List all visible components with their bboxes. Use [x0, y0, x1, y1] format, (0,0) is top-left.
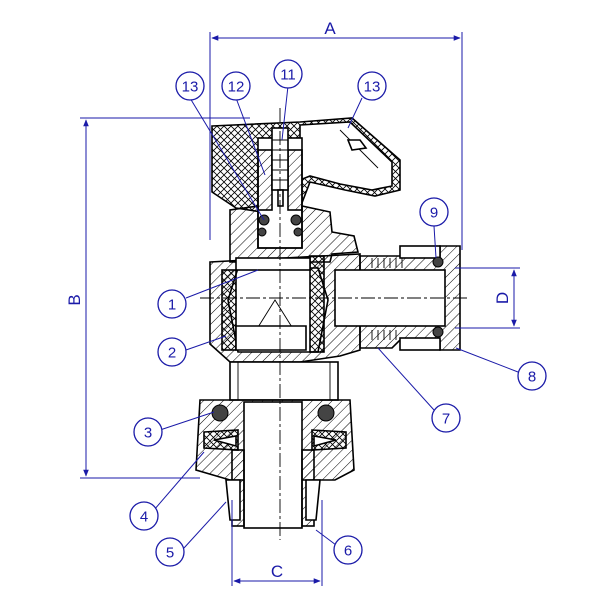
svg-text:5: 5 [166, 545, 174, 562]
dimension-B-label: B [65, 294, 84, 305]
svg-text:11: 11 [280, 67, 296, 84]
callout-8: 8 [517, 361, 547, 391]
svg-text:9: 9 [430, 205, 438, 222]
dimension-D: D [455, 267, 520, 329]
dimension-C: C [231, 500, 323, 586]
callout-11: 11 [273, 59, 303, 89]
valve-body [195, 108, 470, 540]
callout-13-right: 13 [357, 71, 387, 101]
svg-text:13: 13 [364, 79, 381, 96]
leader-lines [153, 85, 519, 549]
svg-text:4: 4 [140, 509, 148, 526]
svg-text:6: 6 [344, 543, 352, 560]
lower-neck [229, 361, 339, 401]
callout-13-left: 13 [175, 71, 205, 101]
svg-text:8: 8 [528, 369, 536, 386]
callout-12: 12 [221, 71, 251, 101]
svg-text:2: 2 [168, 345, 176, 362]
seal-left [221, 269, 237, 351]
svg-text:3: 3 [144, 425, 152, 442]
svg-text:12: 12 [228, 79, 245, 96]
callout-7: 7 [431, 403, 461, 433]
svg-text:7: 7 [442, 411, 450, 428]
svg-text:13: 13 [182, 79, 199, 96]
svg-text:1: 1 [168, 297, 176, 314]
callout-2: 2 [157, 337, 187, 367]
callout-5: 5 [155, 537, 185, 567]
callout-6: 6 [333, 535, 363, 565]
dimension-B: B [65, 117, 250, 479]
callout-9: 9 [419, 197, 449, 227]
seal-right [309, 255, 325, 353]
inlet-pipe [243, 401, 303, 529]
callout-3: 3 [133, 417, 163, 447]
dimension-A-label: A [324, 19, 336, 38]
dimension-C-label: C [271, 562, 283, 581]
dimension-A: A [209, 19, 463, 250]
callout-4: 4 [129, 501, 159, 531]
callout-1: 1 [157, 289, 187, 319]
dimension-D-label: D [493, 292, 512, 304]
